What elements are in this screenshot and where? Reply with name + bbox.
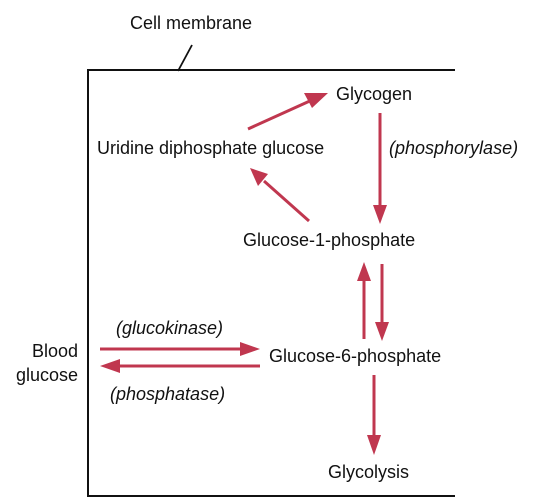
- phosphatase-label: (phosphatase): [110, 384, 226, 404]
- arrowhead-g6p-to-g1p: [357, 262, 371, 281]
- glucose-1-phosphate-label: Glucose-1-phosphate: [243, 230, 416, 250]
- arrowhead-phosphatase: [100, 359, 120, 373]
- arrow-g1p-to-udp: [263, 179, 310, 223]
- glycolysis-label: Glycolysis: [328, 462, 410, 482]
- arrowhead-udp-to-glycogen: [304, 93, 328, 108]
- cell-membrane-label: Cell membrane: [130, 13, 253, 33]
- membrane-leader-line: [177, 44, 193, 72]
- phosphorylase-label: (phosphorylase): [389, 138, 519, 158]
- cell-membrane-outline: [87, 69, 455, 497]
- arrowhead-glycogen-to-g1p: [373, 205, 387, 224]
- reaction-arrows: [100, 93, 389, 455]
- glucose-label: glucose: [15, 365, 78, 385]
- blood-label: Blood: [31, 341, 78, 361]
- arrow-udp-to-glycogen: [247, 98, 313, 131]
- glucose-6-phosphate-label: Glucose-6-phosphate: [269, 346, 442, 366]
- glycogen-label: Glycogen: [336, 84, 413, 104]
- udp-glucose-label: Uridine diphosphate glucose: [97, 138, 325, 158]
- glucokinase-label: (glucokinase): [116, 318, 224, 338]
- arrowhead-glucokinase: [240, 342, 260, 356]
- arrowhead-g6p-to-glycolysis: [367, 435, 381, 455]
- arrowhead-g1p-to-udp: [250, 168, 268, 186]
- arrowhead-g1p-to-g6p: [375, 322, 389, 341]
